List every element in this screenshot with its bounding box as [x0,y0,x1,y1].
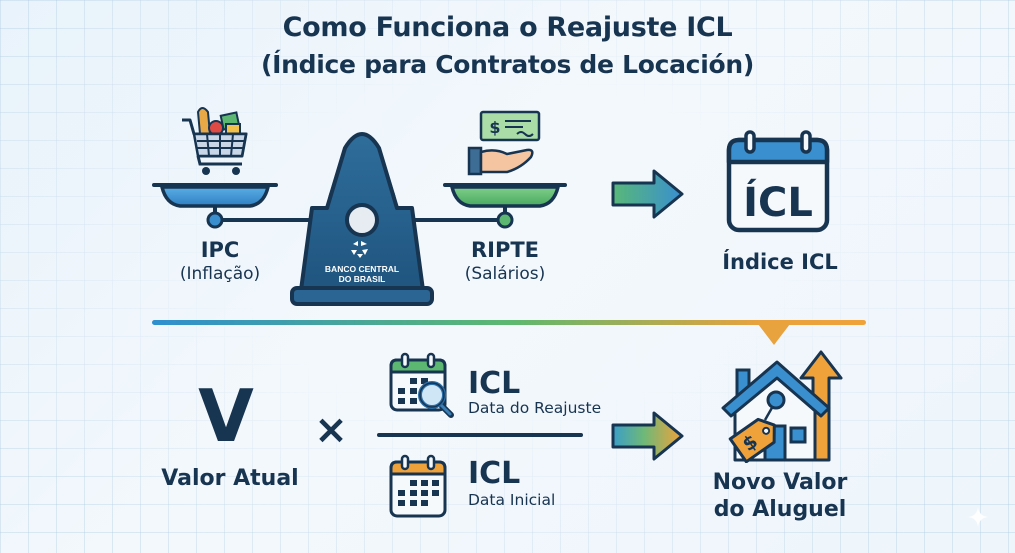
multiply-operator: × [314,407,348,453]
page-subtitle: (Índice para Contratos de Locación) [261,50,754,79]
sparkle-icon [968,507,988,527]
calendar-icl-text: ÍCL [743,178,813,226]
down-pointer-icon [758,324,790,345]
page-title: Como Funciona o Reajuste ICL [282,12,733,43]
ripte-label: RIPTE [470,238,540,262]
section-divider [152,320,866,345]
denominator-title: ICL [468,456,521,491]
house-price-up-icon: $ [721,350,843,463]
formula-variable-label: Valor Atual [161,466,299,491]
balance-scale: BANCO CENTRAL DO BRASIL $ [152,107,567,306]
ripte-sublabel: (Salários) [464,264,546,284]
indice-icl-label: Índice ICL [722,250,838,274]
fraction-bar [377,433,583,437]
shopping-cart-icon [182,107,248,175]
ipc-sublabel: (Inflação) [179,264,261,284]
calendar-icon [389,454,447,518]
numerator-title: ICL [468,366,521,401]
scale-base [290,132,434,306]
new-rent-label-line1: Novo Valor [712,470,848,495]
arrow-right-icon [611,169,684,219]
calendar-search-icon [389,352,454,418]
bank-name-line1: BANCO CENTRAL [325,264,399,274]
bank-name-line2: DO BRASIL [339,274,386,284]
arrow-right-icon [611,411,684,461]
new-rent-label-line2: do Aluguel [713,497,847,522]
bank-logo-icon [351,241,368,258]
icl-calendar-icon: ÍCL [726,130,830,233]
right-pan [443,183,567,229]
formula-variable: V [198,374,254,458]
denominator-subtitle: Data Inicial [468,491,556,509]
ipc-label: IPC [200,238,240,262]
left-pan [152,183,278,229]
svg-text:$: $ [489,118,500,137]
numerator-subtitle: Data do Reajuste [468,399,602,417]
hand-money-icon: $ [467,110,541,176]
